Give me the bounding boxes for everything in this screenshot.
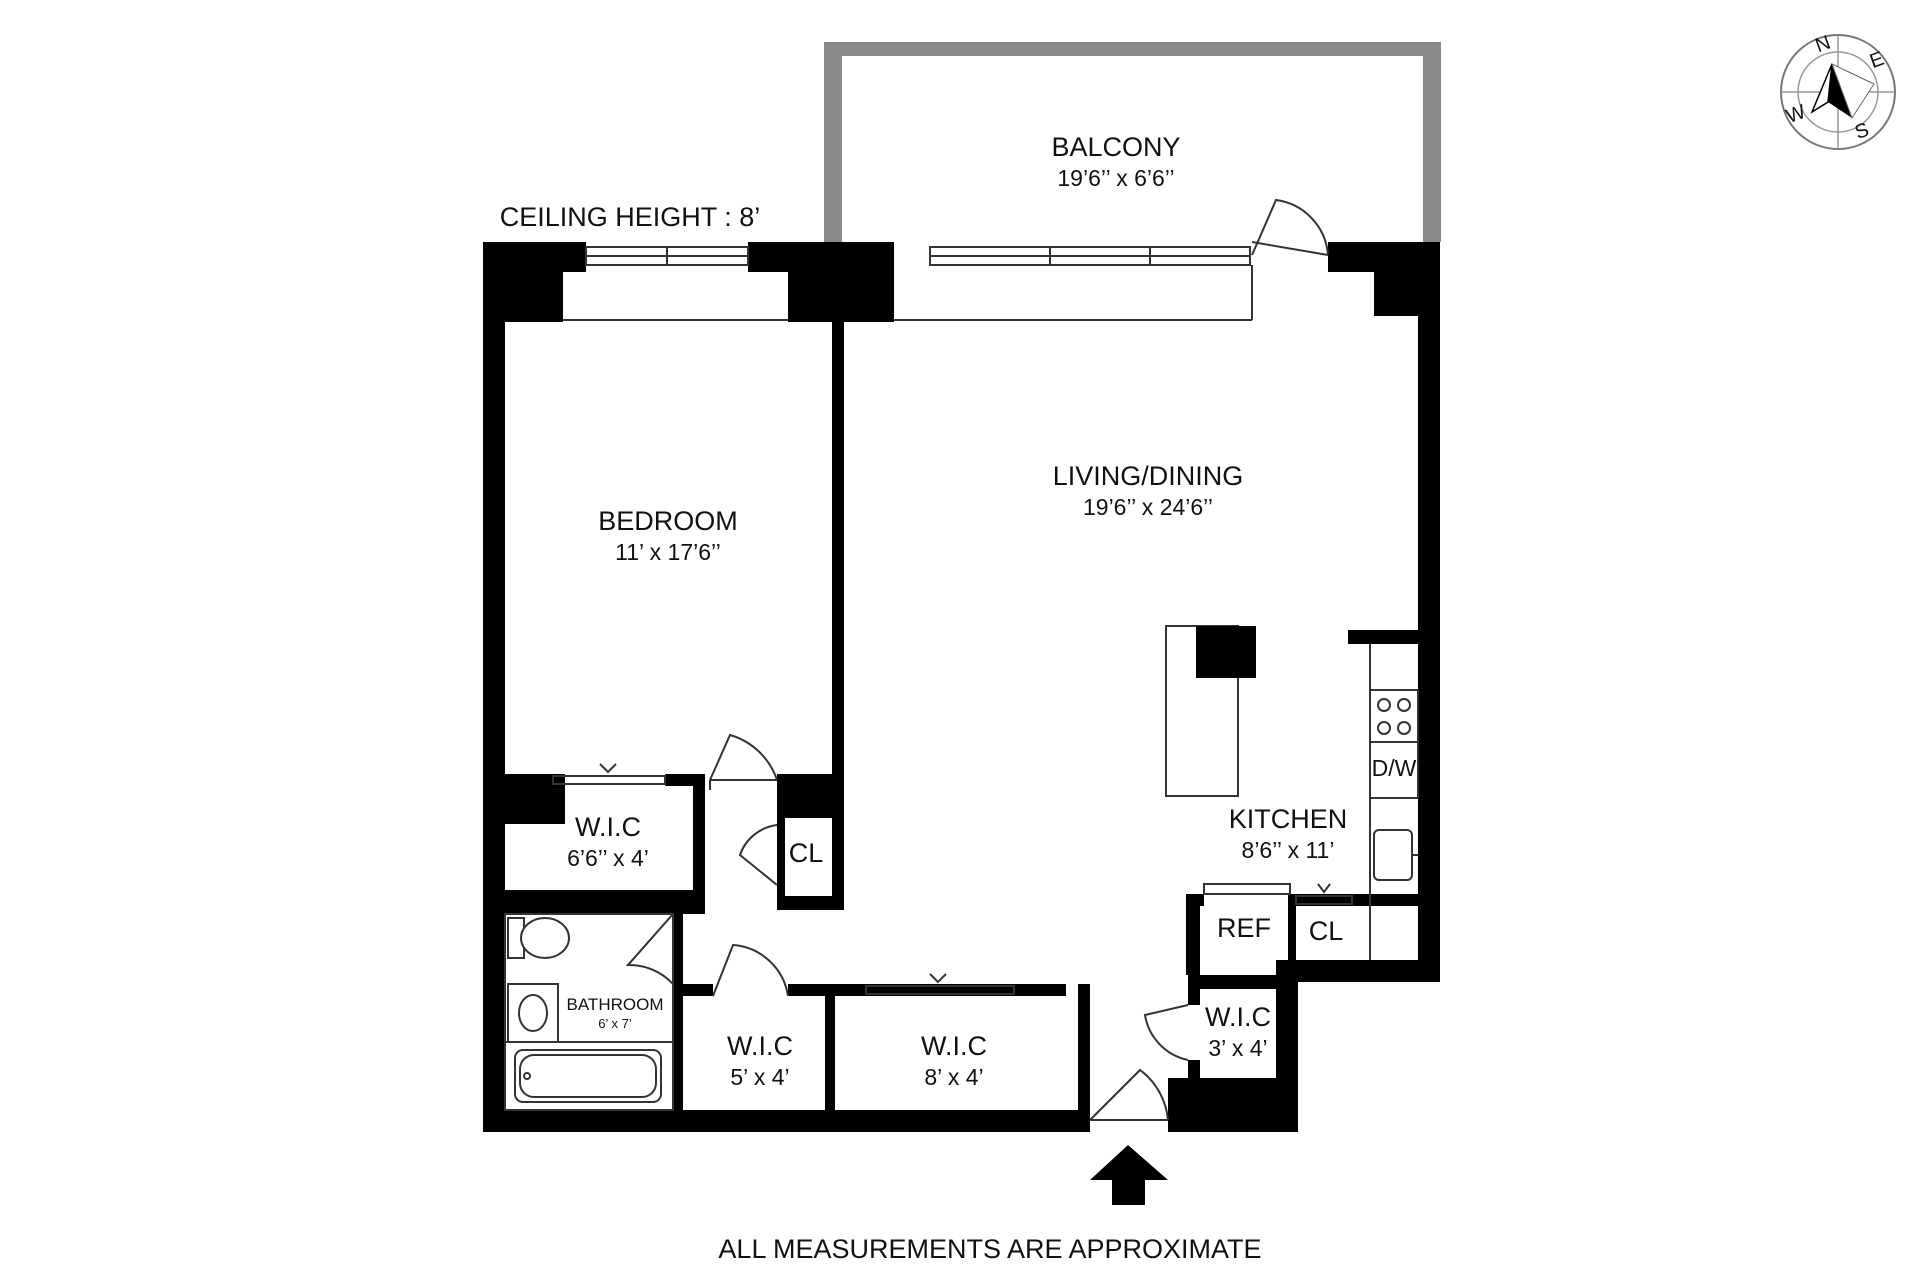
wic-small-size: 5’ x 4’ [730, 1064, 789, 1090]
balcony-railing [824, 42, 1441, 242]
kitchen-name: KITCHEN [1229, 804, 1348, 834]
footer-note: ALL MEASUREMENTS ARE APPROXIMATE [718, 1234, 1261, 1264]
bathroom-size: 6’ x 7’ [598, 1016, 632, 1031]
bathroom-name: BATHROOM [567, 995, 664, 1014]
living-name: LIVING/DINING [1053, 461, 1244, 491]
wic-bedroom-name: W.I.C [575, 812, 641, 842]
doors [625, 733, 1189, 1121]
wic-entry-name: W.I.C [1205, 1002, 1271, 1032]
entry-arrow-icon [1090, 1145, 1168, 1205]
exterior-walls [483, 242, 1440, 1132]
hall-closet-label: CL [789, 838, 824, 868]
wic-entry-size: 3’ x 4’ [1208, 1035, 1267, 1061]
ref-label: REF [1217, 913, 1271, 943]
living-size: 19’6’’ x 24’6’’ [1083, 494, 1213, 520]
kitchen-fixtures [1165, 625, 1419, 960]
wic-mid-name: W.I.C [921, 1031, 987, 1061]
wic-bedroom-size: 6’6’’ x 4’ [567, 845, 649, 871]
wic-mid-size: 8’ x 4’ [924, 1064, 983, 1090]
balcony-door [1251, 198, 1329, 256]
kitchen-closet-label: CL [1309, 916, 1344, 946]
ceiling-height-label: CEILING HEIGHT : 8’ [500, 202, 761, 232]
kitchen-size: 8’6’’ x 11’ [1242, 837, 1335, 863]
bedroom-size: 11’ x 17’6’’ [615, 539, 721, 565]
balcony-name: BALCONY [1051, 132, 1180, 162]
bathroom-fixtures [504, 913, 674, 1111]
bedroom-name: BEDROOM [598, 506, 738, 536]
dishwasher-label: D/W [1372, 755, 1417, 781]
wic-small-name: W.I.C [727, 1031, 793, 1061]
compass-n-label: N [1812, 32, 1833, 58]
windows [563, 246, 1253, 321]
sliding-doors [552, 763, 1353, 995]
balcony-size: 19’6’’ x 6’6’’ [1057, 165, 1174, 191]
compass-icon [1780, 34, 1896, 150]
